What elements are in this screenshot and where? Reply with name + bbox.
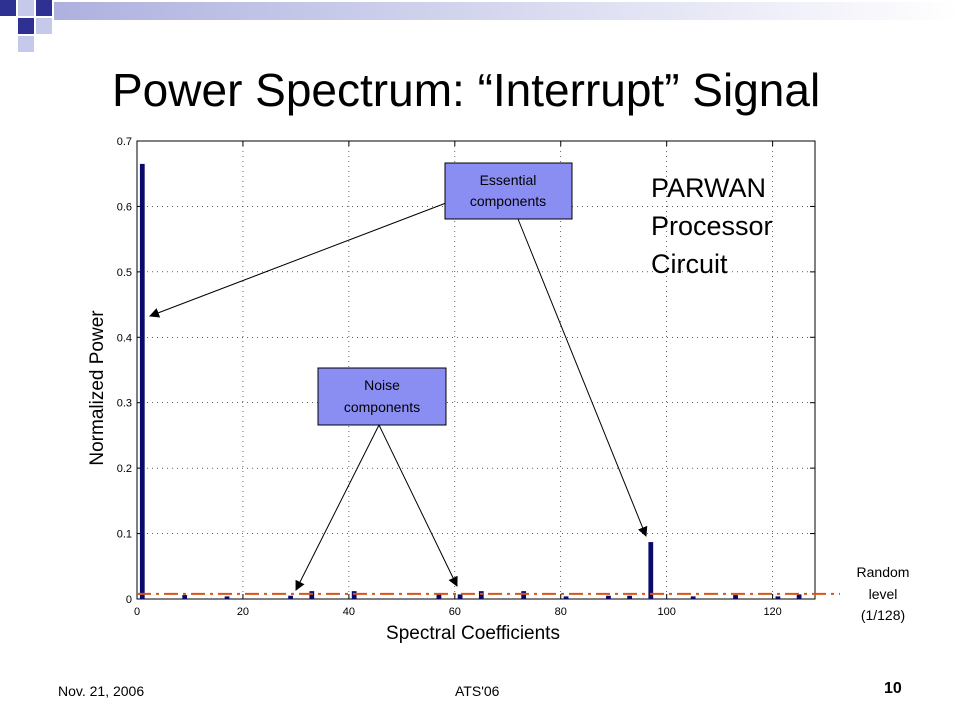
y-tick-label: 0.7 — [117, 136, 132, 148]
deco-square-dark — [18, 18, 34, 34]
corner-decoration — [0, 0, 960, 52]
spectrum-bar — [733, 595, 738, 599]
noise-callout-box — [317, 367, 447, 426]
spectrum-bar — [648, 542, 654, 599]
tick-layer: 0 0.1 0.2 0.3 0.4 0.5 0.6 0.7 0 20 40 60 80 100 120 — [117, 136, 815, 618]
parwan-line2: Processor — [651, 211, 773, 241]
deco-square-light — [36, 18, 52, 34]
spectrum-bar — [563, 596, 569, 599]
parwan-line1: PARWAN — [651, 173, 766, 203]
footer-date: Nov. 21, 2006 — [58, 683, 145, 699]
spectrum-bar — [309, 591, 315, 599]
x-tick-label: 80 — [555, 606, 567, 618]
bar-layer — [139, 163, 802, 599]
x-tick-label: 0 — [134, 606, 140, 618]
x-axis-label: Spectral Coefficients — [386, 623, 560, 644]
spectrum-bar — [224, 596, 230, 599]
x-tick-label: 20 — [237, 606, 249, 618]
x-tick-label: 60 — [449, 606, 461, 618]
y-axis-label: Normalized Power — [87, 310, 108, 466]
spectrum-bar — [457, 594, 463, 599]
y-tick-label: 0 — [126, 594, 132, 606]
essential-callout-line2: components — [470, 193, 546, 209]
footer-conference: ATS'06 — [455, 683, 500, 699]
y-tick-label: 0.5 — [117, 267, 132, 279]
y-tick-label: 0.6 — [117, 201, 132, 213]
y-tick-label: 0.3 — [117, 398, 132, 410]
parwan-line3: Circuit — [651, 249, 728, 279]
spectrum-bar — [627, 595, 632, 599]
essential-arrow-main — [149, 202, 447, 318]
spectrum-bar — [775, 596, 781, 599]
spectrum-bar — [606, 595, 611, 599]
essential-callout-box — [444, 162, 573, 220]
random-level-line1: Random — [857, 564, 910, 580]
spectrum-bar — [182, 595, 188, 599]
noise-arrow-right — [378, 424, 458, 587]
spectrum-bar — [478, 591, 484, 599]
noise-callout-line1: Noise — [364, 377, 400, 393]
deco-square-light — [18, 0, 34, 16]
spectrum-bar — [288, 595, 293, 599]
deco-square-light — [18, 36, 34, 52]
x-tick-label: 100 — [658, 606, 676, 618]
spectrum-bar — [690, 596, 696, 599]
x-tick-label: 40 — [343, 606, 355, 618]
spectrum-bar — [436, 594, 442, 599]
page-number: 10 — [884, 680, 902, 697]
deco-bar — [54, 2, 960, 20]
deco-square-dark — [36, 0, 52, 16]
spectrum-bar — [139, 163, 145, 599]
spectrum-bar — [351, 591, 357, 599]
x-tick-label: 120 — [763, 606, 781, 618]
y-tick-label: 0.2 — [117, 463, 132, 475]
spectrum-bar — [796, 594, 802, 599]
deco-square-dark — [0, 0, 16, 16]
random-level-line2: level — [869, 586, 898, 602]
grid-layer — [137, 141, 815, 599]
y-tick-label: 0.4 — [117, 332, 132, 344]
random-level-line3: (1/128) — [861, 607, 905, 623]
y-tick-label: 0.1 — [117, 529, 132, 541]
spectrum-bar — [521, 591, 527, 599]
slide-title: Power Spectrum: “Interrupt” Signal — [112, 64, 821, 116]
noise-callout-line2: components — [344, 399, 420, 415]
plot-frame — [136, 140, 816, 600]
noise-arrow-left — [295, 424, 380, 591]
essential-callout-line1: Essential — [480, 172, 537, 188]
essential-arrow-secondary — [517, 218, 648, 537]
